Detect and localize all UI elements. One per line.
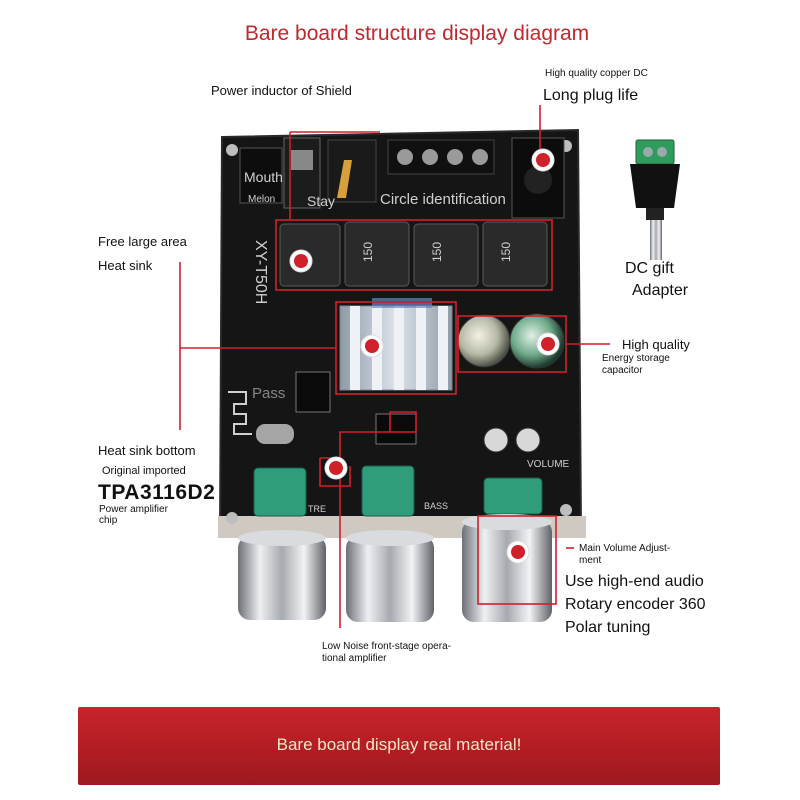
inductor-code-1: 150 xyxy=(361,242,375,262)
callout-heatsink-2: Heat sink xyxy=(98,258,153,273)
page-title: Bare board structure display diagram xyxy=(244,22,590,45)
callout-volume-4: Rotary encoder 360 xyxy=(565,596,706,613)
callout-adapter: Adapter xyxy=(632,282,689,299)
callout-chip-2: Original imported xyxy=(102,465,186,477)
board-label-melon: Melon xyxy=(248,194,275,205)
callout-capacitor-1: High quality xyxy=(622,337,690,352)
callout-dc-jack-small: High quality copper DC xyxy=(545,68,648,79)
board-label-bass: BASS xyxy=(424,501,448,511)
board-model: XY-T50H xyxy=(252,240,269,304)
control-knobs xyxy=(238,514,552,622)
board-label-treble: TRE xyxy=(308,504,326,514)
bottom-banner: Bare board display real material! xyxy=(78,707,720,785)
board-label-pass: Pass xyxy=(252,385,285,402)
callout-markers xyxy=(289,148,560,564)
callout-inductor: Power inductor of Shield xyxy=(211,83,352,98)
banner-text: Bare board display real material! xyxy=(276,735,522,754)
callout-dc-jack-big: Long plug life xyxy=(543,87,639,104)
callout-volume-1: Main Volume Adjust- xyxy=(579,543,671,554)
inductors: 150 150 150 xyxy=(279,221,548,287)
board-label-stay: Stay xyxy=(307,193,335,209)
board-label-mouth: Mouth xyxy=(244,169,283,185)
callout-volume-2: ment xyxy=(579,555,602,566)
callout-volume-3: Use high-end audio xyxy=(565,573,704,590)
heat-sink xyxy=(339,298,453,391)
inductor-code-2: 150 xyxy=(430,242,444,262)
speaker-terminals xyxy=(387,139,495,175)
antenna-trace xyxy=(228,391,252,435)
callout-chip-1: Heat sink bottom xyxy=(98,443,196,458)
callout-opamp-1: Low Noise front-stage opera- xyxy=(322,641,451,652)
callout-chip-3: Power amplifier xyxy=(99,504,168,515)
board-label-circle: Circle identification xyxy=(380,191,506,208)
inductor-code-3: 150 xyxy=(499,242,513,262)
callout-capacitor-2: Energy storage xyxy=(602,353,670,364)
potentiometers xyxy=(253,465,543,517)
board-label-volume: VOLUME xyxy=(527,459,570,470)
callout-capacitor-3: capacitor xyxy=(602,365,643,376)
callout-chip-4: chip xyxy=(99,515,118,526)
callout-dc-gift: DC gift xyxy=(625,260,674,277)
callout-volume-5: Polar tuning xyxy=(565,619,651,636)
callout-opamp-2: tional amplifier xyxy=(322,653,387,664)
small-capacitors xyxy=(483,427,541,453)
ic-chips xyxy=(256,371,417,445)
callout-heatsink-1: Free large area xyxy=(98,234,187,249)
callout-chip-model: TPA3116D2 xyxy=(98,481,216,504)
dc-adapter-image xyxy=(630,139,680,260)
callout-lines xyxy=(179,105,610,628)
